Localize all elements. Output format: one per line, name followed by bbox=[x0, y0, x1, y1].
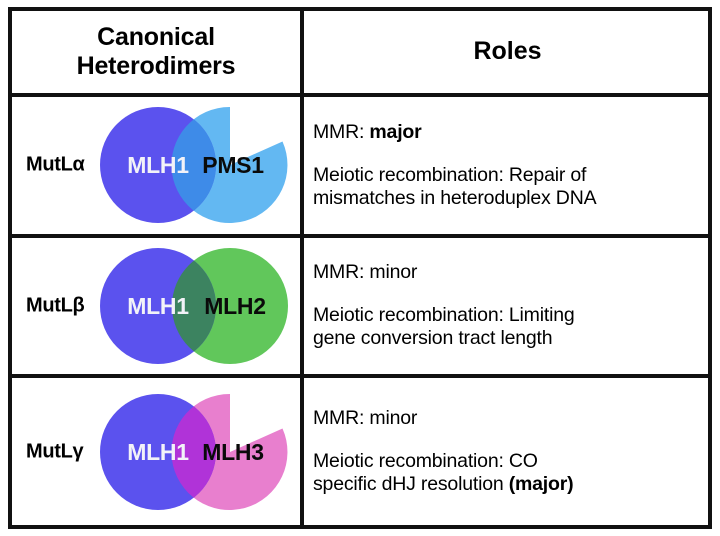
venn-label-mlh2: MLH2 bbox=[204, 293, 265, 319]
role-meiotic-line1: Meiotic recombination: Limiting bbox=[313, 304, 575, 327]
venn-overlap-mlh1-mlh2 bbox=[172, 247, 216, 364]
role-mmr-value: minor bbox=[369, 261, 418, 284]
role-mmr-mutl-beta: MMR: minor bbox=[313, 261, 702, 284]
venn-svg-mlh1-mlh3: MLH1 MLH3 bbox=[100, 393, 288, 510]
header-cell-heterodimers: Canonical Heterodimers bbox=[12, 11, 304, 93]
venn-wrap-mutl-alpha: MutLα bbox=[12, 97, 300, 234]
venn-label-mlh3: MLH3 bbox=[202, 439, 263, 465]
role-meiotic-line2: specific dHJ resolution bbox=[313, 473, 509, 496]
venn-svg-mlh1-pms1: MLH1 PMS1 bbox=[100, 107, 288, 224]
role-meiotic-line2: mismatches in heteroduplex DNA bbox=[313, 186, 597, 209]
complex-cell-mutl-gamma: MutLγ bbox=[12, 378, 304, 526]
role-meiotic-mutl-beta: Meiotic recombination: Limiting gene con… bbox=[313, 304, 702, 350]
venn-label-mlh1: MLH1 bbox=[127, 293, 189, 319]
venn-label-mlh1: MLH1 bbox=[127, 152, 189, 178]
venn-label-mlh1: MLH1 bbox=[127, 439, 189, 465]
role-mmr-prefix: MMR: bbox=[313, 120, 370, 143]
roles-cell-mutl-alpha: MMR: major Meiotic recombination: Repair… bbox=[304, 97, 708, 234]
venn-svg-mlh1-mlh2: MLH1 MLH2 bbox=[100, 247, 288, 364]
role-mmr-value: major bbox=[369, 120, 422, 143]
venn-overlap-mlh1-pms1 bbox=[171, 107, 216, 224]
roles-cell-mutl-gamma: MMR: minor Meiotic recombination: CO spe… bbox=[304, 378, 708, 525]
role-mmr-prefix: MMR: bbox=[313, 407, 370, 430]
header-cell-roles: Roles bbox=[304, 11, 708, 93]
roles-cell-mutl-beta: MMR: minor Meiotic recombination: Limiti… bbox=[304, 238, 708, 375]
complex-cell-mutl-alpha: MutLα bbox=[12, 96, 304, 234]
table-row: MutLα bbox=[12, 96, 708, 238]
complex-label-mutl-gamma: MutLγ bbox=[26, 440, 84, 463]
table-row: MutLβ bbox=[12, 237, 708, 379]
venn-diagram-mutl-alpha: MLH1 PMS1 bbox=[96, 103, 292, 227]
role-meiotic-line1: Meiotic recombination: CO bbox=[313, 450, 538, 473]
role-mmr-value: minor bbox=[369, 407, 418, 430]
role-meiotic-mutl-gamma: Meiotic recombination: CO specific dHJ r… bbox=[313, 450, 702, 496]
header-title-line1: Canonical bbox=[97, 23, 215, 52]
venn-diagram-mutl-beta: MLH1 MLH2 bbox=[96, 244, 292, 368]
role-mmr-prefix: MMR: bbox=[313, 261, 370, 284]
venn-overlap-mlh1-mlh3 bbox=[171, 393, 216, 510]
role-mmr-mutl-gamma: MMR: minor bbox=[313, 407, 702, 430]
heterodimers-table: Canonical Heterodimers Roles MutLα bbox=[8, 7, 712, 529]
header-title-line2: Heterodimers bbox=[76, 51, 236, 80]
role-mmr-mutl-alpha: MMR: major bbox=[313, 121, 702, 144]
venn-wrap-mutl-gamma: MutLγ bbox=[12, 378, 300, 525]
complex-label-mutl-beta: MutLβ bbox=[26, 294, 85, 317]
role-meiotic-line2: gene conversion tract length bbox=[313, 327, 553, 350]
venn-wrap-mutl-beta: MutLβ bbox=[12, 238, 300, 375]
header-title-roles: Roles bbox=[473, 37, 542, 66]
role-meiotic-mutl-alpha: Meiotic recombination: Repair of mismatc… bbox=[313, 164, 702, 210]
table-header-row: Canonical Heterodimers Roles bbox=[12, 11, 708, 97]
venn-label-pms1: PMS1 bbox=[202, 152, 264, 178]
role-meiotic-line1: Meiotic recombination: Repair of bbox=[313, 163, 587, 186]
complex-label-mutl-alpha: MutLα bbox=[26, 153, 85, 176]
complex-cell-mutl-beta: MutLβ bbox=[12, 237, 304, 375]
header-title-heterodimers: Canonical Heterodimers bbox=[77, 23, 236, 80]
role-meiotic-bold-tail: (major) bbox=[508, 473, 574, 496]
venn-diagram-mutl-gamma: MLH1 MLH3 bbox=[96, 390, 292, 514]
table-row: MutLγ bbox=[12, 378, 708, 526]
